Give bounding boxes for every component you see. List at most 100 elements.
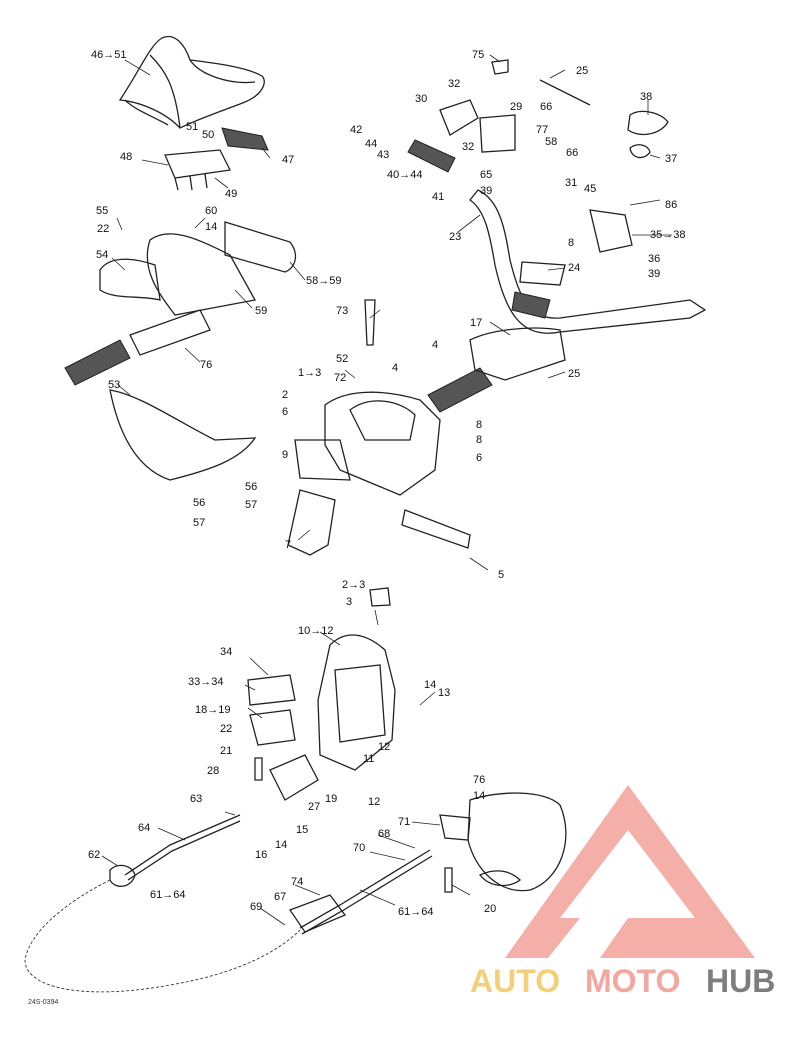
- callout-label: 66: [566, 147, 578, 159]
- watermark-brand-moto: MOTO: [585, 963, 680, 999]
- callout-label: 39: [480, 185, 492, 197]
- footrest: [221, 127, 269, 151]
- callout-label: 9: [282, 449, 288, 461]
- callout-label: 4: [392, 362, 398, 374]
- mounting-plate: [317, 634, 396, 771]
- callout-label: 34: [220, 646, 232, 658]
- callout-label: 42: [350, 124, 362, 136]
- bracket: [164, 149, 231, 191]
- callout-label: 61→64: [398, 906, 433, 918]
- callout-label: 56: [245, 481, 257, 493]
- callout-label: 58: [545, 136, 557, 148]
- callout-label: 51: [186, 121, 198, 133]
- callout-label: 55: [96, 205, 108, 217]
- cable-assembly: [24, 814, 433, 993]
- callout-label: 39: [648, 268, 660, 280]
- callout-label: 14: [205, 221, 217, 233]
- callout-label: 69: [250, 901, 262, 913]
- callout-label: 19: [325, 793, 337, 805]
- callout-label: 20: [484, 903, 496, 915]
- callout-label: 33→34: [188, 676, 223, 688]
- callout-label: 12: [368, 796, 380, 808]
- callout-label: 50: [202, 129, 214, 141]
- center-housing-assembly: [287, 299, 566, 556]
- right-switch-grip: [427, 367, 493, 413]
- callout-label: 5: [498, 569, 504, 581]
- callout-label: 8: [568, 237, 574, 249]
- callout-label: 16: [255, 849, 267, 861]
- callout-label: 64: [138, 822, 150, 834]
- callout-label: 31: [565, 177, 577, 189]
- callout-label: 28: [207, 765, 219, 777]
- callout-label: 3: [346, 596, 352, 608]
- callout-label: 77: [536, 124, 548, 136]
- callout-label: 75: [472, 49, 484, 61]
- callout-label: 44: [365, 138, 377, 150]
- callout-label: 14: [424, 679, 436, 691]
- watermark-brand-auto: AUTO: [470, 963, 560, 999]
- callout-label: 59: [255, 305, 267, 317]
- callout-label: 35→38: [650, 229, 685, 241]
- callout-label: 36: [648, 253, 660, 265]
- leader-lines: [101, 54, 672, 926]
- callout-label: 74: [291, 876, 303, 888]
- callout-label: 11: [363, 753, 374, 765]
- callout-label: 47: [282, 154, 294, 166]
- callout-label: 13: [438, 687, 450, 699]
- callout-label: 22: [220, 723, 232, 735]
- callout-label: 12: [378, 741, 390, 753]
- callout-label: 56: [193, 497, 205, 509]
- callout-label: 10→12: [298, 625, 333, 637]
- callout-label: 76: [200, 359, 212, 371]
- callout-label: 14: [473, 790, 485, 802]
- callout-label: 45: [584, 183, 596, 195]
- callout-label: 24: [568, 262, 580, 274]
- reference-code: 24S-0394: [28, 999, 58, 1006]
- callout-label: 25: [568, 368, 580, 380]
- callout-label: 46→51: [91, 49, 126, 61]
- callout-label: 86: [665, 199, 677, 211]
- callout-label: 68: [378, 828, 390, 840]
- watermark-logo: AUTO MOTO HUB: [470, 785, 775, 999]
- callout-label: 67: [274, 891, 286, 903]
- callout-label: 18→19: [195, 704, 230, 716]
- housing-cylinder: [467, 792, 567, 892]
- callout-label: 43: [377, 149, 389, 161]
- callout-label: 21: [220, 745, 232, 757]
- callout-label: 71: [398, 816, 410, 828]
- callout-label: 7: [285, 539, 291, 551]
- throttle-grip: [407, 139, 456, 173]
- watermark-triangle-inner: [598, 860, 665, 905]
- callout-label: 52: [336, 353, 348, 365]
- callout-label: 73: [336, 305, 348, 317]
- callout-label: 32: [448, 78, 460, 90]
- callout-label: 37: [665, 153, 677, 165]
- right-grip: [511, 291, 551, 319]
- callout-label: 4: [432, 339, 438, 351]
- callout-label: 60: [205, 205, 217, 217]
- callout-label: 22: [97, 223, 109, 235]
- callout-label: 76: [473, 774, 485, 786]
- callout-label: 41: [432, 191, 444, 203]
- callout-label: 30: [415, 93, 427, 105]
- callout-label: 40→44: [387, 169, 422, 181]
- callout-label: 15: [296, 824, 308, 836]
- callout-label: 14: [275, 839, 287, 851]
- callout-label: 17: [470, 317, 482, 329]
- handlebar-assembly: [407, 59, 707, 334]
- callout-label: 72: [334, 372, 346, 384]
- callout-label: 49: [225, 188, 237, 200]
- callout-label: 25: [576, 65, 588, 77]
- callout-label: 8: [476, 434, 482, 446]
- callout-label: 6: [476, 452, 482, 464]
- callout-label: 2: [282, 389, 288, 401]
- callout-label: 65: [480, 169, 492, 181]
- callout-label: 1→3: [298, 367, 321, 379]
- callout-label: 53: [108, 379, 120, 391]
- cable-lower: [299, 849, 431, 929]
- callout-label: 70: [353, 842, 365, 854]
- watermark-triangle-outer: [505, 785, 755, 958]
- callout-label: 62: [88, 849, 100, 861]
- callout-label: 8: [476, 419, 482, 431]
